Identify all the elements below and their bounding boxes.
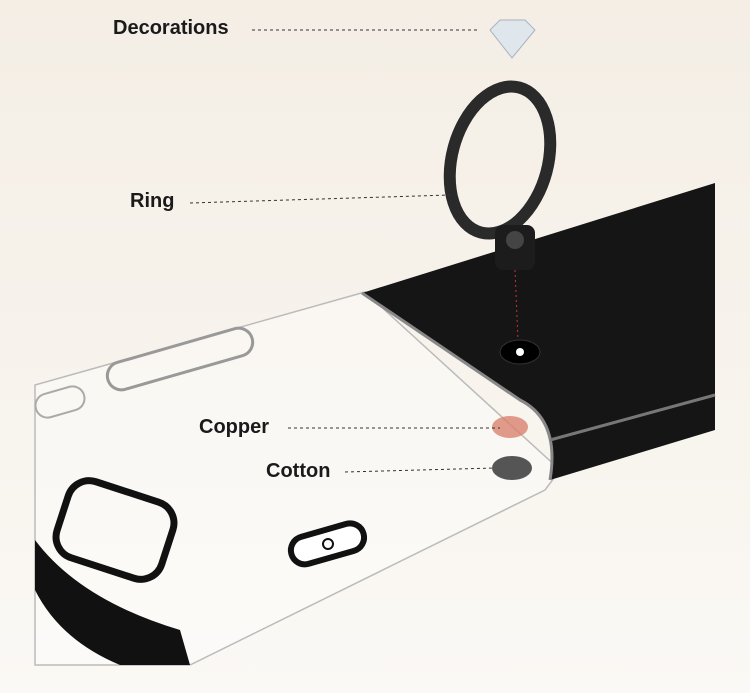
phone-chrome-edge [361,291,554,481]
cotton-label: Cotton [266,460,331,482]
decorations-label: Decorations [113,17,229,39]
phone-edge-highlight [549,393,716,442]
mount-guide-line [514,269,519,341]
cotton-disc [492,456,532,480]
bottom-button [287,520,368,568]
clear-case [34,291,562,666]
ring-label: Ring [130,190,175,212]
ring-hinge [506,231,524,249]
ring-leader [189,194,451,204]
camera-cutout [52,477,178,583]
copper-disc [492,416,528,438]
mount-dot [516,348,524,356]
ring [443,80,557,240]
volume-button [105,326,255,392]
phone-black-back [362,183,715,480]
copper-label: Copper [199,416,269,438]
case-black-edge [35,540,190,665]
power-icon [322,538,334,550]
diamond-icon [489,19,536,59]
cotton-leader [344,467,496,473]
side-button [34,385,86,419]
